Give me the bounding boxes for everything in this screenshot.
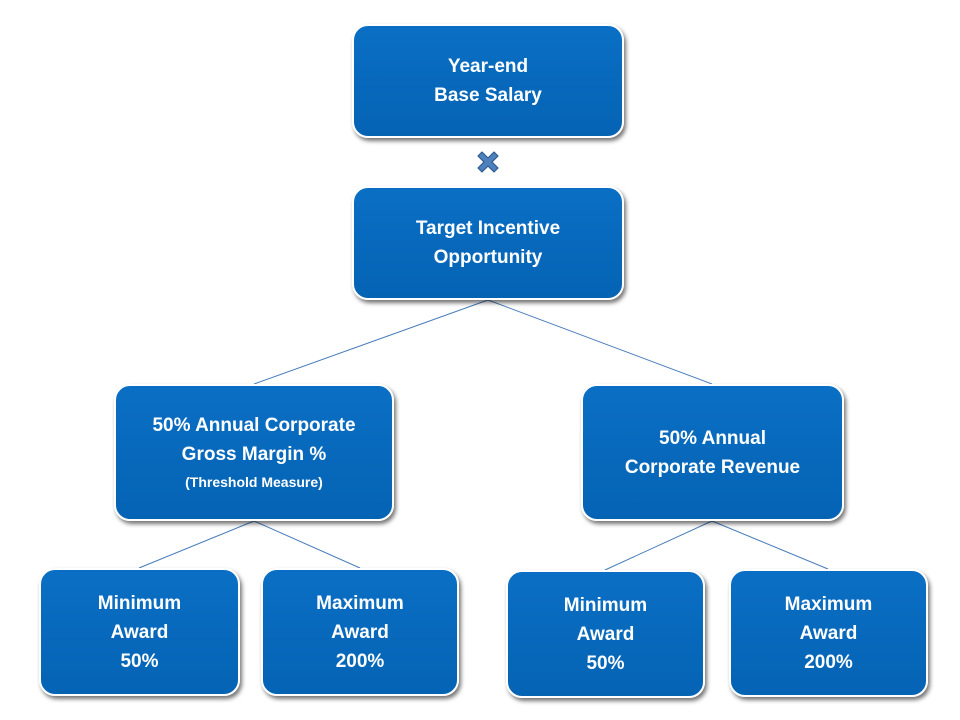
revenue-maximum-value: 200% <box>804 651 853 673</box>
gross-margin-line2: Gross Margin % <box>181 443 327 465</box>
target-incentive-box: Target Incentive Opportunity <box>352 186 624 300</box>
gross-margin-line1: 50% Annual Corporate <box>152 414 356 436</box>
gross-margin-box: 50% Annual Corporate Gross Margin % (Thr… <box>114 384 394 521</box>
gross-margin-maximum-award-box: Maximum Award 200% <box>261 568 459 696</box>
revenue-minimum-line2: Award <box>576 623 635 645</box>
gross-margin-minimum-line2: Award <box>110 621 169 643</box>
revenue-maximum-award-box: Maximum Award 200% <box>729 569 928 697</box>
gross-margin-minimum-value: 50% <box>120 650 159 672</box>
gross-margin-minimum-line1: Minimum <box>97 592 182 614</box>
revenue-minimum-line1: Minimum <box>563 594 648 616</box>
gross-margin-maximum-line2: Award <box>331 621 389 643</box>
connector-gross-margin-to-minimum <box>138 520 255 569</box>
connector-gross-margin-to-maximum <box>253 520 361 569</box>
gross-margin-note: (Threshold Measure) <box>185 473 323 490</box>
revenue-line1: 50% Annual <box>659 427 766 449</box>
connector-revenue-to-maximum <box>711 520 829 570</box>
revenue-minimum-award-box: Minimum Award 50% <box>506 570 705 698</box>
connector-target-to-revenue <box>487 299 713 385</box>
revenue-maximum-line1: Maximum <box>784 593 873 615</box>
connector-target-to-gross-margin <box>253 299 489 385</box>
gross-margin-minimum-award-box: Minimum Award 50% <box>39 568 240 696</box>
revenue-minimum-value: 50% <box>586 652 625 674</box>
base-salary-line1: Year-end <box>447 56 529 77</box>
times-icon <box>477 151 499 173</box>
connector-revenue-to-minimum <box>604 520 713 571</box>
revenue-box: 50% Annual Corporate Revenue <box>581 384 844 521</box>
target-incentive-line2: Opportunity <box>433 247 543 268</box>
base-salary-line2: Base Salary <box>434 85 542 106</box>
revenue-line2: Corporate Revenue <box>624 456 801 478</box>
gross-margin-maximum-line1: Maximum <box>316 592 404 614</box>
gross-margin-maximum-value: 200% <box>335 650 385 672</box>
base-salary-box: Year-end Base Salary <box>352 24 624 138</box>
revenue-maximum-line2: Award <box>799 622 858 644</box>
target-incentive-line1: Target Incentive <box>415 218 561 239</box>
